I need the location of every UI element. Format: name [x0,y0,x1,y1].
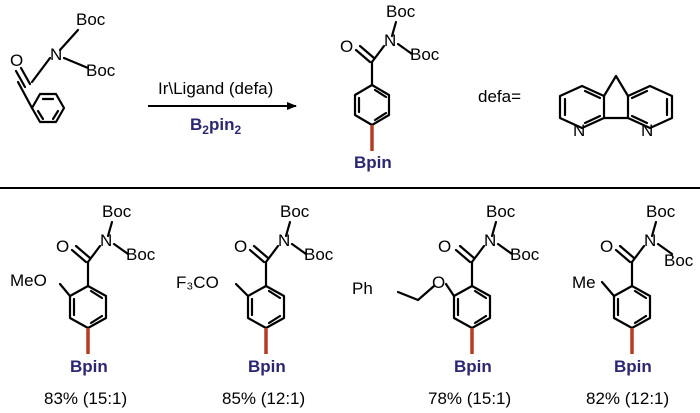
carbonyl-oxygen-label: O [438,237,451,256]
nitrogen-label: N [50,45,62,64]
carbonyl-oxygen-label: O [10,51,23,70]
substituent-label: Me [572,273,596,292]
carbonyl-oxygen-label: O [340,37,353,56]
yield-label: 85% (12:1) [222,389,305,408]
product-benzyloxy: O N Boc Boc O Ph Bpin 78% (15:1) [352,202,540,408]
substituent-label: F₃CO [176,273,219,292]
bpin-label: Bpin [354,153,392,172]
product-meo: O N Boc Boc MeO Bpin 83% (15:1) [10,202,156,408]
bpin-label: Bpin [614,357,652,376]
ether-oxygen-label: O [432,273,445,292]
reagent-b2pin2: B2pin2 [190,115,241,137]
reaction-arrow: Ir\Ligand (defa) B2pin2 [148,79,297,137]
starting-material: O N Boc Boc [10,10,116,124]
boc-label: Boc [280,202,310,221]
boc-label: Boc [304,245,334,264]
boc-label: Boc [510,245,540,264]
carbonyl-oxygen-label: O [56,237,69,256]
pyridine-nitrogen-label: N [641,121,653,140]
carbonyl-oxygen-label: O [234,237,247,256]
boc-label: Boc [386,2,416,21]
product: O N Boc Boc Bpin [340,2,440,172]
bpin-label: Bpin [70,357,108,376]
boc-label: Boc [76,10,106,29]
defa-ligand: defa= N N [478,74,674,140]
phenyl-label: Ph [352,279,373,298]
product-methyl: O N Boc Boc Me Bpin 82% (12:1) [572,202,694,408]
defa-label: defa= [478,87,521,106]
boc-label: Boc [646,202,676,221]
nitrogen-label: N [278,231,290,250]
boc-label: Boc [664,251,694,270]
reagent-part: B [190,115,202,134]
nitrogen-label: N [384,31,396,50]
substituent-label: MeO [10,271,47,290]
yield-label: 78% (15:1) [428,389,511,408]
boc-label: Boc [410,45,440,64]
nitrogen-label: N [100,231,112,250]
catalyst-condition: Ir\Ligand (defa) [158,79,273,98]
bpin-label: Bpin [454,357,492,376]
boc-label: Boc [86,61,116,80]
pyridine-nitrogen-label: N [573,121,585,140]
yield-label: 83% (15:1) [44,389,127,408]
boc-label: Boc [486,202,516,221]
reagent-part: pin [209,115,235,134]
carbonyl-oxygen-label: O [600,237,613,256]
boc-label: Boc [102,202,132,221]
product-f3co: O N Boc Boc F₃CO Bpin 85% (12:1) [176,202,334,408]
reagent-subscript: 2 [202,123,209,137]
reagent-subscript: 2 [234,123,241,137]
boc-label: Boc [126,245,156,264]
nitrogen-label: N [644,231,656,250]
bpin-label: Bpin [248,357,286,376]
yield-label: 82% (12:1) [586,389,669,408]
nitrogen-label: N [484,231,496,250]
